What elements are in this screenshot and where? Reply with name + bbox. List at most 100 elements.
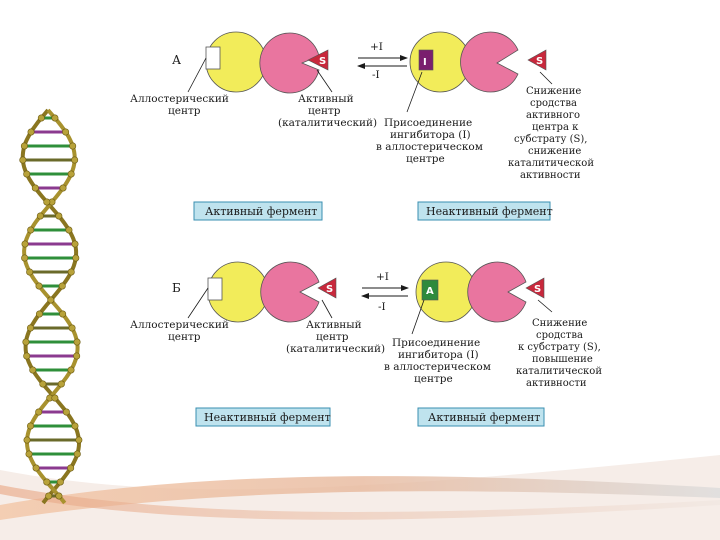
svg-text:Активный фермент: Активный фермент xyxy=(428,411,540,424)
substrate-wedge xyxy=(317,277,337,299)
helix-node xyxy=(67,170,75,178)
arrow-back-label: -I xyxy=(378,301,386,313)
active-enzyme-box: Активный фермент xyxy=(193,201,323,221)
inhibitor-joining-label: Присоединение ингибитора (I) в аллостери… xyxy=(384,331,496,385)
helix-node xyxy=(67,464,75,472)
helix-node xyxy=(22,338,30,346)
catalytic-subunit xyxy=(467,261,527,323)
helix-node xyxy=(65,226,73,234)
helix-node xyxy=(27,128,35,136)
helix-node xyxy=(21,254,29,262)
substrate-wedge xyxy=(525,277,545,299)
effect-description-label: Снижение сродства к субстрату (S), повыш… xyxy=(516,311,604,389)
arrow-forward-label: +I xyxy=(376,271,389,283)
helix-node xyxy=(57,380,65,388)
helix-node xyxy=(19,156,27,164)
helix-node xyxy=(23,352,31,360)
helix-node xyxy=(32,464,40,472)
helix-node xyxy=(25,450,33,458)
inhibitor-joining-label: Присоединение ингибитора (I) в аллостери… xyxy=(376,111,488,165)
arrow-back-label: -I xyxy=(372,69,380,81)
helix-node xyxy=(68,324,76,332)
allosteric-regulation-diagram: А S +I -I I xyxy=(130,31,604,427)
helix-node xyxy=(47,296,55,304)
helix-node xyxy=(21,240,29,248)
helix-node xyxy=(43,478,51,486)
inhibitor-label: I xyxy=(423,57,427,68)
helix-strand xyxy=(22,108,80,505)
helix-node xyxy=(62,128,70,136)
helix-strand xyxy=(20,108,82,505)
substrate-label: S xyxy=(534,284,541,295)
arrow-forward-label: +I xyxy=(370,41,383,53)
helix-node xyxy=(73,450,81,458)
helix-node xyxy=(51,114,59,122)
helix-node xyxy=(56,478,64,486)
helix-node xyxy=(39,380,47,388)
helix-node xyxy=(69,142,77,150)
helix-node xyxy=(35,408,43,416)
panel-a-section-label: А xyxy=(172,53,181,67)
substrate-wedge xyxy=(527,49,547,71)
helix-node xyxy=(71,156,79,164)
helix-node xyxy=(31,184,39,192)
allosteric-center-label: Аллостерический центр xyxy=(130,87,234,117)
helix-node xyxy=(27,226,35,234)
helix-node xyxy=(26,268,34,276)
inhibitor-block xyxy=(418,49,434,71)
helix-node xyxy=(23,170,31,178)
panel-b-right-enzyme: A S xyxy=(415,261,545,323)
helix-node xyxy=(59,310,67,318)
allosteric-center-label: Аллостерический центр xyxy=(130,313,234,343)
helix-node xyxy=(73,338,81,346)
active-center-label: Активный центр (каталитический) xyxy=(278,87,377,129)
allosteric-site-notch xyxy=(207,277,223,301)
dna-helix-icon xyxy=(19,108,83,505)
panel-a-right-enzyme: I S xyxy=(409,31,547,93)
diagram-panel: А S +I -I I xyxy=(122,30,604,428)
activator-block xyxy=(421,279,439,301)
inactive-enzyme-box: Неактивный фермент xyxy=(195,407,331,427)
helix-node xyxy=(35,310,43,318)
panel-a: А S +I -I I xyxy=(130,31,599,221)
panel-b-section-label: Б xyxy=(172,281,181,295)
helix-node xyxy=(73,352,81,360)
allosteric-site-notch xyxy=(205,46,221,70)
helix-node xyxy=(58,282,66,290)
helix-node xyxy=(55,492,63,500)
helix-node xyxy=(62,408,70,416)
helix-node xyxy=(26,324,34,332)
helix-node xyxy=(35,282,43,290)
svg-text:Активный фермент: Активный фермент xyxy=(205,205,317,218)
panel-a-left-enzyme: S xyxy=(205,31,329,94)
helix-node xyxy=(59,184,67,192)
helix-node xyxy=(20,142,28,150)
activator-label: A xyxy=(426,286,434,297)
active-center-label: Активный центр (каталитический) xyxy=(286,313,385,355)
helix-node xyxy=(72,254,80,262)
helix-node xyxy=(29,366,37,374)
panel-a-equilibrium-arrows: +I -I xyxy=(357,41,408,81)
svg-text:Неактивный фермент: Неактивный фермент xyxy=(426,205,553,218)
panel-b-left-enzyme: S xyxy=(207,261,337,323)
helix-node xyxy=(67,366,75,374)
catalytic-subunit xyxy=(260,261,320,323)
helix-node xyxy=(75,436,83,444)
catalytic-subunit xyxy=(460,31,519,93)
effect-description-label: Снижение сродства активного центра к суб… xyxy=(508,79,599,181)
helix-node xyxy=(45,492,53,500)
helix-node xyxy=(27,422,35,430)
catalytic-subunit xyxy=(259,32,320,94)
substrate-label: S xyxy=(319,56,326,67)
svg-text:Неактивный фермент: Неактивный фермент xyxy=(204,411,331,424)
substrate-wedge xyxy=(307,49,329,71)
helix-node xyxy=(36,212,44,220)
helix-node xyxy=(71,240,79,248)
panel-b: Б S +I -I A S xyxy=(130,261,604,427)
helix-node xyxy=(67,268,75,276)
substrate-label: S xyxy=(326,284,333,295)
helix-node xyxy=(23,436,31,444)
helix-node xyxy=(37,114,45,122)
substrate-label: S xyxy=(536,56,543,67)
